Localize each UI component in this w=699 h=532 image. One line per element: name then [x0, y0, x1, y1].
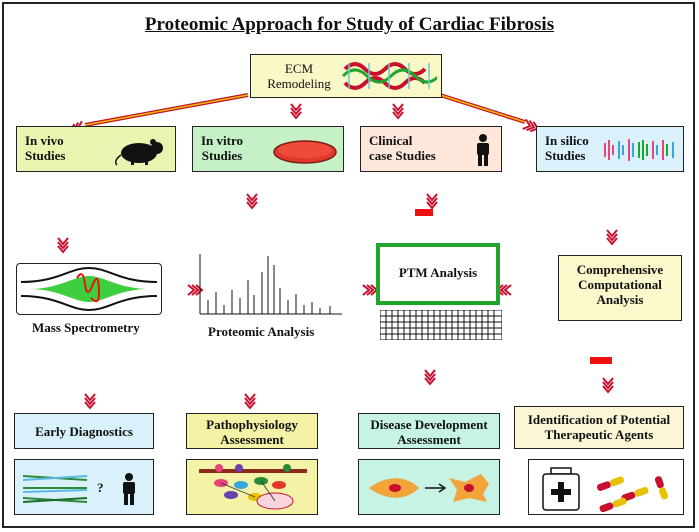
- insilico-to-computational-arrow: [606, 174, 618, 245]
- invitro-label-line2: Studies: [201, 148, 243, 163]
- ptm-label: PTM Analysis: [398, 265, 478, 280]
- ptm-analysis-box: PTM Analysis: [376, 243, 500, 305]
- disease-development-panel: [358, 459, 500, 515]
- page-title: Proteomic Approach for Study of Cardiac …: [144, 14, 555, 35]
- petri-dish-icon: [273, 140, 337, 164]
- question-mark: ?: [97, 480, 104, 495]
- disease-development-box: Disease Development Assessment: [358, 413, 500, 449]
- invitro-label-line1: In vitro: [201, 133, 244, 148]
- insilico-label-line1: In silico: [545, 133, 589, 148]
- pathophysiology-panel: [186, 459, 318, 515]
- computational-label-line3: Analysis: [596, 292, 644, 307]
- clinical-label-line1: Clinical: [369, 133, 413, 148]
- invivo-label-line2: Studies: [25, 148, 66, 163]
- therapeutic-panel: [528, 459, 684, 515]
- invivo-studies-box: In vivo Studies: [16, 126, 176, 172]
- proteomic-analysis-label: Proteomic Analysis: [208, 324, 315, 339]
- disease-label-line2: Assessment: [397, 432, 461, 447]
- person-icon: [477, 134, 489, 166]
- mass-spec-box: [16, 263, 162, 315]
- mouse-icon: [114, 139, 163, 166]
- ecm-label-line2: Remodeling: [267, 76, 331, 91]
- patho-label-line1: Pathophysiology: [206, 417, 298, 432]
- patient-person-icon: [123, 473, 135, 505]
- ecm-arrow-invivo: [67, 93, 249, 137]
- pathophysiology-box: Pathophysiology Assessment: [186, 413, 318, 449]
- ecm-remodeling-box: ECM Remodeling: [250, 54, 442, 98]
- therapeutic-label-line1: Identification of Potential: [527, 412, 671, 427]
- computational-to-ptm-arrow: [496, 284, 555, 296]
- ecm-fibers-icon: [341, 62, 437, 90]
- medicine-icon: [542, 467, 669, 512]
- mass-spec-label: Mass Spectrometry: [32, 320, 140, 335]
- ecm-label-line1: ECM: [284, 61, 314, 76]
- waveform-icon: [604, 139, 674, 161]
- ms-to-proteomic-arrow: [165, 284, 203, 296]
- computational-label-line1: Comprehensive: [576, 262, 664, 277]
- fibers-icon: [22, 475, 88, 503]
- clinical-studies-box: Clinical case Studies: [360, 126, 502, 172]
- therapeutic-label-line2: Therapeutic Agents: [544, 427, 654, 442]
- early-diagnostics-label: Early Diagnostics: [35, 424, 133, 439]
- proteomic-to-ptm-arrow: [345, 284, 378, 296]
- early-diagnostics-panel: ?: [14, 459, 154, 515]
- cell-transition-icon: [369, 474, 489, 502]
- insilico-label-line2: Studies: [545, 148, 586, 163]
- computational-label-line2: Computational: [578, 277, 662, 292]
- early-diagnostics-box: Early Diagnostics: [14, 413, 154, 449]
- studies-collector: [57, 172, 438, 253]
- invivo-label-line1: In vivo: [25, 133, 64, 148]
- outcome-distributor: [84, 322, 614, 409]
- grid-icon: [380, 310, 502, 340]
- patho-label-line2: Assessment: [220, 432, 284, 447]
- insilico-studies-box: In silico Studies: [536, 126, 684, 172]
- ecm-arrow-insilico: [439, 93, 541, 135]
- disease-label-line1: Disease Development: [370, 417, 488, 432]
- clinical-label-line2: case Studies: [369, 148, 436, 163]
- therapeutic-agents-box: Identification of Potential Therapeutic …: [514, 406, 684, 449]
- ecm-arrow-clinical: [392, 98, 404, 119]
- invitro-studies-box: In vitro Studies: [192, 126, 344, 172]
- mass-spec-icon: [20, 266, 158, 312]
- pathway-icon: [199, 464, 307, 510]
- computational-analysis-box: Comprehensive Computational Analysis: [558, 255, 682, 321]
- spectrum-icon: [199, 254, 342, 315]
- ecm-arrow-invitro: [290, 98, 302, 119]
